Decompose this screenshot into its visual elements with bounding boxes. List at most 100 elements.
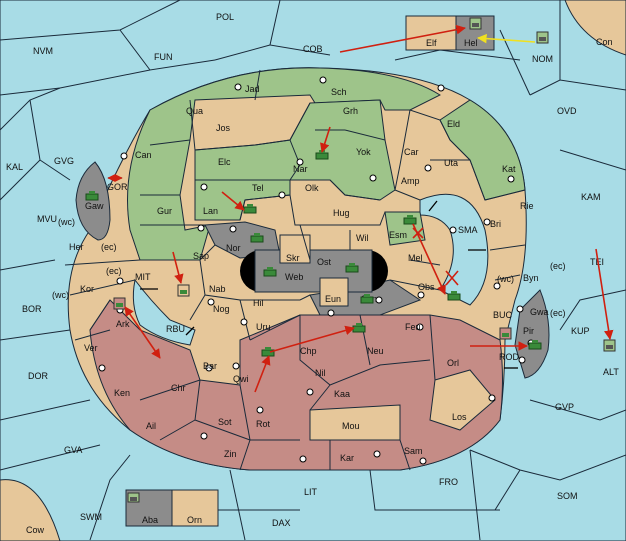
svg-text:GVG: GVG <box>54 156 74 166</box>
svg-text:Rie: Rie <box>520 201 534 211</box>
svg-text:Wil: Wil <box>356 233 369 243</box>
svg-text:Her: Her <box>69 242 84 252</box>
svg-text:TEI: TEI <box>590 257 604 267</box>
svg-text:LIT: LIT <box>304 487 318 497</box>
svg-text:Esm: Esm <box>389 230 407 240</box>
svg-text:KAM: KAM <box>581 192 601 202</box>
units <box>85 17 616 503</box>
coast-labels: (wc) (ec) (ec) (wc) (wc) (ec) (ec) <box>52 217 566 318</box>
territory-elf[interactable] <box>405 15 457 51</box>
svg-text:Uru: Uru <box>256 322 271 332</box>
svg-text:Gur: Gur <box>157 206 172 216</box>
svg-text:Kaa: Kaa <box>334 389 350 399</box>
svg-text:Can: Can <box>135 150 152 160</box>
svg-text:Jad: Jad <box>245 84 260 94</box>
svg-text:KUP: KUP <box>571 326 590 336</box>
adjacency-arrows <box>107 174 518 369</box>
fleet-icon[interactable] <box>469 17 482 30</box>
army-icon[interactable] <box>345 263 359 273</box>
svg-text:RBU: RBU <box>166 324 185 334</box>
svg-text:Bri: Bri <box>490 219 501 229</box>
svg-text:Olk: Olk <box>305 183 319 193</box>
sea-labels: POL COB FUN NVM NOM Con OVD KAL GVG GOR … <box>6 12 619 535</box>
svg-text:Rot: Rot <box>256 419 271 429</box>
svg-text:Skr: Skr <box>286 253 300 263</box>
order-arrows <box>124 24 614 393</box>
svg-text:Nar: Nar <box>293 164 308 174</box>
svg-text:FUN: FUN <box>154 52 173 62</box>
svg-text:Sam: Sam <box>404 446 423 456</box>
svg-text:Ver: Ver <box>84 343 98 353</box>
svg-text:Pir: Pir <box>523 326 534 336</box>
army-icon[interactable] <box>263 267 277 277</box>
svg-text:KAL: KAL <box>6 162 23 172</box>
svg-text:SWM: SWM <box>80 512 102 522</box>
svg-text:Amp: Amp <box>401 176 420 186</box>
army-icon[interactable] <box>85 191 99 201</box>
svg-text:Ail: Ail <box>146 421 156 431</box>
fleet-icon[interactable] <box>499 327 512 340</box>
fleet-icon[interactable] <box>177 284 190 297</box>
svg-text:Zin: Zin <box>224 449 237 459</box>
svg-text:(wc): (wc) <box>58 217 75 227</box>
svg-text:Hil: Hil <box>253 298 264 308</box>
territory-pir-gray[interactable] <box>514 289 550 379</box>
svg-text:Elc: Elc <box>218 157 231 167</box>
svg-text:DAX: DAX <box>272 518 291 528</box>
svg-text:Nor: Nor <box>226 243 241 253</box>
fleet-icon[interactable] <box>536 31 549 44</box>
svg-text:SOM: SOM <box>557 491 578 501</box>
svg-text:Yok: Yok <box>356 147 371 157</box>
svg-text:Mel: Mel <box>408 253 423 263</box>
svg-text:Ost: Ost <box>317 257 332 267</box>
territory-skr[interactable] <box>279 234 311 264</box>
svg-text:POL: POL <box>216 12 234 22</box>
svg-text:Eun: Eun <box>325 294 341 304</box>
svg-text:ALT: ALT <box>603 367 619 377</box>
territory-eun[interactable] <box>319 277 349 307</box>
svg-text:SMA: SMA <box>458 225 478 235</box>
svg-text:Jos: Jos <box>216 123 231 133</box>
svg-text:Obs: Obs <box>418 282 435 292</box>
esm-region <box>384 211 426 246</box>
army-icon[interactable] <box>447 291 461 301</box>
territory-orn[interactable] <box>171 489 219 527</box>
svg-text:Sot: Sot <box>218 417 232 427</box>
svg-text:Gwa: Gwa <box>530 307 549 317</box>
svg-text:Qwi: Qwi <box>233 374 249 384</box>
svg-text:Bar: Bar <box>203 361 217 371</box>
svg-text:Web: Web <box>285 272 303 282</box>
svg-text:Byn: Byn <box>523 273 539 283</box>
svg-text:FRO: FRO <box>439 477 458 487</box>
svg-text:Kar: Kar <box>340 453 354 463</box>
svg-text:MVU: MVU <box>37 214 57 224</box>
svg-text:BUC: BUC <box>493 310 513 320</box>
army-icon[interactable] <box>250 233 264 243</box>
fleet-icon[interactable] <box>127 492 140 503</box>
svg-text:(ec): (ec) <box>106 266 122 276</box>
svg-text:Lan: Lan <box>203 206 218 216</box>
svg-text:Ken: Ken <box>114 388 130 398</box>
svg-text:Gaw: Gaw <box>85 201 104 211</box>
svg-text:OVD: OVD <box>557 106 577 116</box>
svg-text:GVP: GVP <box>555 402 574 412</box>
green-region <box>127 67 442 261</box>
territory-gaw[interactable] <box>75 161 111 241</box>
army-icon[interactable] <box>528 340 542 350</box>
svg-text:MIT: MIT <box>135 272 151 282</box>
fleet-icon[interactable] <box>603 339 616 352</box>
inner-channel-sea <box>419 193 489 306</box>
svg-text:Kor: Kor <box>80 284 94 294</box>
fleet-icon[interactable] <box>113 297 126 310</box>
tan-orl-los <box>429 369 496 431</box>
supply-centers <box>98 76 535 465</box>
army-icon[interactable] <box>360 294 374 304</box>
svg-text:Chp: Chp <box>300 346 317 356</box>
svg-text:Eld: Eld <box>447 119 460 129</box>
svg-text:(wc): (wc) <box>52 290 69 300</box>
army-icon[interactable] <box>403 215 417 225</box>
svg-text:Elf: Elf <box>426 38 437 48</box>
svg-text:Car: Car <box>404 147 419 157</box>
